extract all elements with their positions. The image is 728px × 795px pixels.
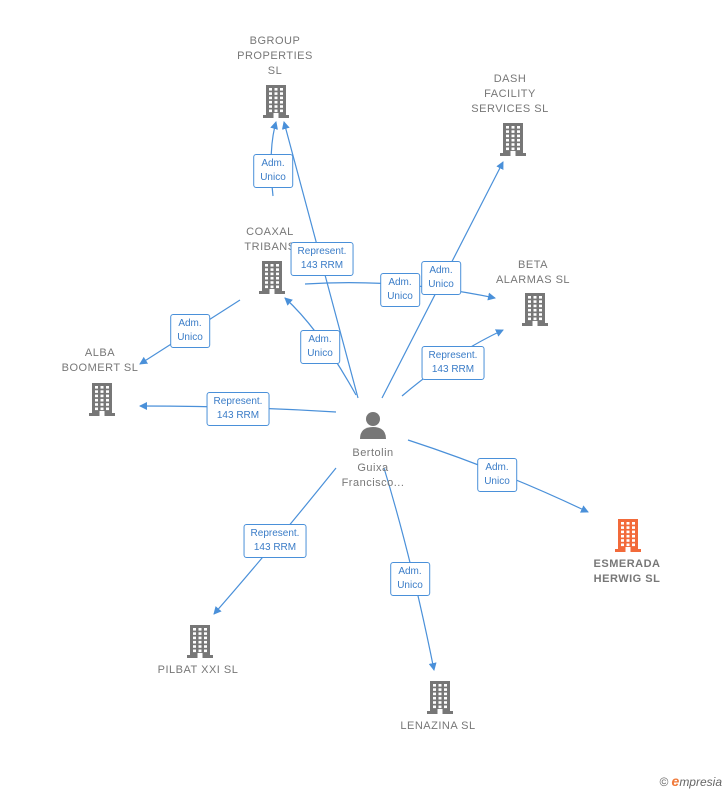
brand-initial: e <box>671 773 680 789</box>
edge-label-bertolin-beta[interactable]: Represent. 143 RRM <box>421 346 485 380</box>
node-label-lenazina[interactable]: LENAZINA SL <box>400 720 476 732</box>
building-icon[interactable] <box>258 260 286 299</box>
building-icon[interactable] <box>521 292 549 331</box>
edge-label-coaxal-alba[interactable]: Adm. Unico <box>170 314 210 348</box>
building-icon[interactable] <box>88 382 116 421</box>
edge-label-bertolin-pilbat[interactable]: Represent. 143 RRM <box>243 524 307 558</box>
building-icon[interactable] <box>262 84 290 123</box>
node-label-dash[interactable]: DASH FACILITY SERVICES SL <box>471 73 549 115</box>
node-label-bertolin[interactable]: Bertolin Guixa Francisco... <box>341 447 405 489</box>
node-label-esmerada[interactable]: ESMERADA HERWIG SL <box>593 558 661 585</box>
node-label-pilbat[interactable]: PILBAT XXI SL <box>157 664 239 676</box>
building-icon[interactable] <box>499 122 527 161</box>
node-label-coaxal[interactable]: COAXAL TRIBANS <box>244 226 296 253</box>
edge-label-bertolin-dash[interactable]: Adm. Unico <box>421 261 461 295</box>
edge-label-bertolin-bgroup[interactable]: Represent. 143 RRM <box>290 242 354 276</box>
node-label-beta[interactable]: BETA ALARMAS SL <box>495 259 571 286</box>
empresia-logo: © empresia <box>659 773 722 789</box>
person-icon[interactable] <box>358 410 388 445</box>
building-icon[interactable] <box>614 518 642 557</box>
node-label-alba[interactable]: ALBA BOOMERT SL <box>61 347 139 374</box>
brand-name: mpresia <box>679 775 722 789</box>
edge-label-bertolin-alba[interactable]: Represent. 143 RRM <box>206 392 270 426</box>
building-icon[interactable] <box>186 624 214 663</box>
edge-label-coaxal-beta[interactable]: Adm. Unico <box>380 273 420 307</box>
edge-label-bertolin-coaxal[interactable]: Adm. Unico <box>300 330 340 364</box>
copyright-icon: © <box>659 775 669 789</box>
edge-label-bertolin-lenazina[interactable]: Adm. Unico <box>390 562 430 596</box>
edge-label-bertolin-esmerada[interactable]: Adm. Unico <box>477 458 517 492</box>
building-icon[interactable] <box>426 680 454 719</box>
edge-label-coaxal-bgroup[interactable]: Adm. Unico <box>253 154 293 188</box>
node-label-bgroup[interactable]: BGROUP PROPERTIES SL <box>237 35 313 77</box>
